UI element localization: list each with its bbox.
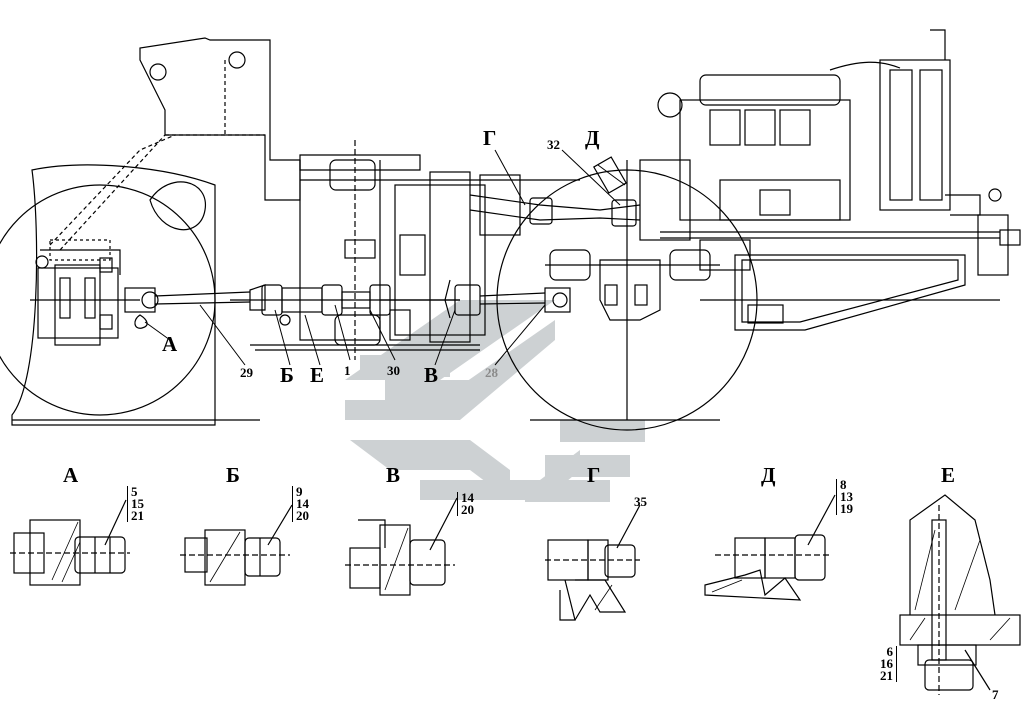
detail-a-title: А — [63, 463, 79, 487]
detail-b-title: Б — [226, 463, 240, 487]
part-number: 21 — [880, 668, 893, 683]
detail-e-drawing — [899, 494, 1021, 695]
part-number: 21 — [131, 508, 144, 523]
detail-d-title: Д — [761, 463, 776, 487]
callout-29: 29 — [240, 365, 253, 380]
callout-30: 30 — [387, 363, 400, 378]
part-number: 16 — [880, 656, 893, 671]
detail-e-parts: 6 16 21 — [880, 644, 897, 683]
drive-shaft-29 — [124, 284, 266, 329]
callout-1: 1 — [344, 363, 351, 378]
callout-b: Б — [280, 363, 294, 387]
part-number: 8 — [840, 477, 847, 492]
section-hatching — [51, 521, 1011, 641]
part-number: 9 — [296, 484, 303, 499]
gearbox — [300, 171, 580, 343]
detail-e-extra-part: 7 — [992, 687, 999, 702]
detail-a-drawing — [10, 499, 130, 586]
part-number: 14 — [461, 490, 474, 505]
upper-shaft-32 — [469, 156, 691, 241]
callout-32: 32 — [547, 137, 560, 152]
center-support — [250, 140, 480, 360]
oil-sump — [700, 254, 1000, 331]
watermark-logo — [345, 300, 645, 502]
detail-b-drawing — [180, 504, 293, 586]
detail-v-parts: 14 20 — [457, 490, 474, 517]
detail-g-title: Г — [587, 463, 601, 487]
part-number: 20 — [296, 508, 309, 523]
detail-a-parts: 5 15 21 — [127, 484, 144, 523]
detail-b-parts: 9 14 20 — [292, 484, 309, 523]
leader-lines — [144, 149, 626, 366]
part-number: 20 — [461, 502, 474, 517]
radiator — [879, 29, 1021, 276]
callout-g: Г — [483, 126, 497, 150]
callout-a: А — [162, 332, 178, 356]
hitch-frame — [35, 37, 301, 275]
detail-g-part: 35 — [634, 494, 647, 509]
part-number: 19 — [840, 501, 853, 516]
part-number: 14 — [296, 496, 309, 511]
detail-d-drawing — [704, 494, 836, 601]
engine — [657, 61, 1000, 271]
detail-e-title: Е — [941, 463, 956, 487]
part-number: 5 — [131, 484, 138, 499]
detail-g-drawing — [545, 504, 641, 621]
part-number: 6 — [886, 644, 894, 659]
rear-left-wheel — [0, 164, 260, 426]
callout-v: В — [424, 363, 439, 387]
detail-v-drawing — [345, 497, 458, 596]
engine-mounts — [545, 249, 720, 281]
part-number: 13 — [840, 489, 853, 504]
callout-28: 28 — [485, 365, 498, 380]
detail-v-title: В — [386, 463, 401, 487]
drive-shaft-28 — [444, 279, 571, 319]
detail-d-parts: 8 13 19 — [836, 477, 853, 516]
callout-e: Е — [310, 363, 325, 387]
callout-d: Д — [585, 126, 600, 150]
part-number: 15 — [131, 496, 144, 511]
rear-axle-housing — [30, 257, 140, 346]
